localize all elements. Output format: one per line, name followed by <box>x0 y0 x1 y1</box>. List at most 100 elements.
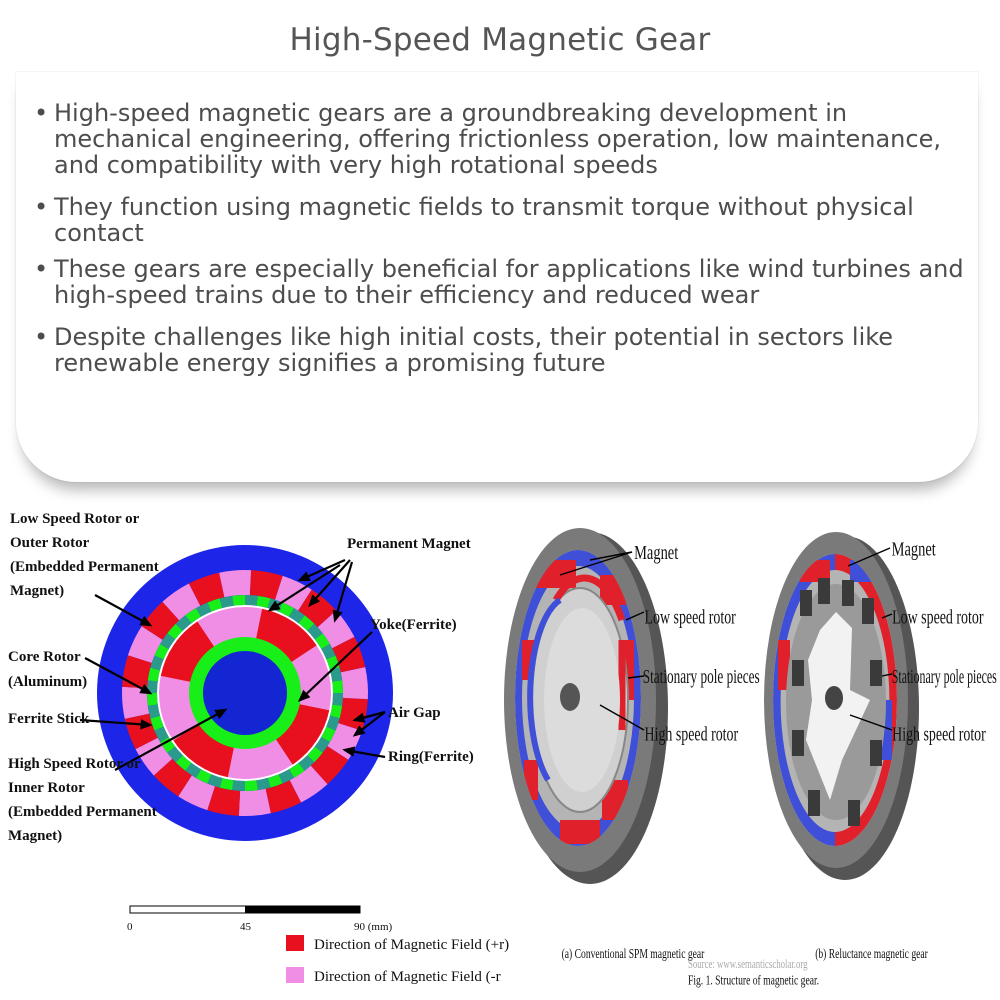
spm-stationary-pole-label: Stationary pole pieces <box>643 666 760 688</box>
reluctance-caption: (b) Reluctance magnetic gear <box>815 948 928 962</box>
outer-magnet-segment <box>135 737 173 776</box>
spm-high-speed-rotor-label: High speed rotor <box>645 723 739 745</box>
bullet-text: They function using magnetic fields to t… <box>54 193 914 247</box>
high-speed-rotor-arrow-head <box>214 708 228 720</box>
left-labels: Low Speed Rotor or Outer Rotor (Embedded… <box>8 511 474 844</box>
ferrite-stick-segment <box>321 726 336 742</box>
ferrite-stick-segment <box>147 667 160 682</box>
outer-magnet-segment <box>188 572 225 606</box>
spm-caption: (a) Conventional SPM magnetic gear <box>562 948 705 962</box>
ferrite-stick-segment <box>332 680 343 693</box>
outer-magnet-segment <box>122 655 152 689</box>
right-captions: (a) Conventional SPM magnetic gear (b) R… <box>562 948 928 988</box>
spm-magnet-label: Magnet <box>634 542 678 564</box>
ferrite-stick-segment <box>326 715 340 731</box>
low-speed-rotor-arrow <box>94 594 151 626</box>
bullet-dot: • <box>34 193 49 221</box>
bullet-dot: • <box>34 99 49 127</box>
right-callout-lines <box>559 547 893 731</box>
magnetic-gear-figure: Low Speed Rotor or Outer Rotor (Embedded… <box>8 511 997 988</box>
scale-tick-45: 45 <box>240 921 252 933</box>
outer-magnet-segment <box>340 667 368 700</box>
ferrite-stick-segment <box>314 633 330 649</box>
inner-magnet-segment <box>274 703 330 765</box>
low-speed-rotor-label-line1: Low Speed Rotor or <box>10 511 140 527</box>
core-rotor-label-line2: (Aluminum) <box>8 674 87 690</box>
ferrite-stick-segment <box>307 623 323 640</box>
ferrite-stick-segment <box>196 602 212 617</box>
ferrite-stick-segment <box>160 737 176 753</box>
permanent-magnet-arrow-3 <box>333 561 354 621</box>
outer-magnet-segment <box>127 626 163 663</box>
reluctance-gear-illustration <box>764 532 919 880</box>
legend-label-negative: Direction of Magnetic Field (-r <box>314 969 501 985</box>
ferrite-stick-segment <box>219 778 234 791</box>
permanent-magnet-arrow-4-head <box>267 600 281 612</box>
ferrite-stick-arrow <box>79 718 151 727</box>
outer-magnet-segment <box>162 583 201 621</box>
ferrite-stick-segment <box>256 595 271 608</box>
ferrite-stick-segment <box>207 598 223 612</box>
bullet-item: •These gears are especially beneficial f… <box>34 256 984 308</box>
outer-magnet-segment <box>153 758 192 797</box>
yoke-arrow <box>299 631 373 701</box>
outer-magnet-segment <box>338 697 368 731</box>
inner-magnet-segment <box>173 722 235 778</box>
low-speed-rotor-label-line3: (Embedded Permanent <box>10 559 159 575</box>
ferrite-stick-segment <box>219 595 234 608</box>
high-speed-rotor-label-line2: Inner Rotor <box>8 780 85 796</box>
outer-magnet-segment <box>265 780 302 814</box>
high-speed-rotor-label-line3: (Embedded Permanent <box>8 804 157 820</box>
legend: Direction of Magnetic Field (+r) Directi… <box>286 935 509 985</box>
ferrite-stick-segment <box>150 715 164 731</box>
outer-magnet-segment <box>178 775 215 811</box>
outer-magnet-segment <box>122 686 150 719</box>
ferrite-stick-segment <box>307 746 323 763</box>
outer-magnet-segment <box>298 589 337 628</box>
permanent-magnet-arrow-3-head <box>332 609 343 623</box>
ferrite-stick-segment <box>175 615 192 631</box>
permanent-magnet-arrow-1-head <box>297 571 311 582</box>
rel-high-speed-rotor-label: High speed rotor <box>892 723 986 745</box>
ferrite-stick-segment <box>232 780 245 791</box>
ferrite-stick-segment <box>167 746 183 763</box>
yoke-label: Yoke(Ferrite) <box>370 617 457 633</box>
ferrite-stick-segment <box>207 774 223 788</box>
label-arrows <box>79 558 386 771</box>
ferrite-stick-segment <box>147 704 160 719</box>
ferrite-stick-segment <box>147 680 158 693</box>
core-rotor <box>203 651 287 735</box>
ferrite-stick-segment <box>314 737 330 753</box>
scale-tick-0: 0 <box>127 921 133 933</box>
bullet-item: •They function using magnetic fields to … <box>34 194 984 246</box>
ferrite-stick-segment <box>147 693 158 706</box>
ferrite-stick-segment <box>245 780 258 791</box>
right-labels: Magnet Low speed rotor Stationary pole p… <box>634 538 997 745</box>
figure-caption: Fig. 1. Structure of magnetic gear. <box>688 974 819 988</box>
ferrite-stick-label: Ferrite Stick <box>8 711 90 727</box>
low-speed-rotor-label-line4: Magnet) <box>10 583 64 599</box>
ferrite-stick-segment <box>185 608 201 624</box>
rel-magnet-label: Magnet <box>892 538 936 560</box>
inner-magnet-segment <box>255 608 317 664</box>
outer-magnet-segment <box>207 786 241 816</box>
yoke-arrow-head <box>297 689 311 702</box>
spm-low-speed-rotor-label: Low speed rotor <box>645 606 737 628</box>
high-speed-rotor-label-line1: High Speed Rotor or <box>8 756 141 772</box>
permanent-magnet-arrow-2-head <box>308 594 321 608</box>
core-rotor-arrow-head <box>139 684 153 695</box>
ferrite-stick-segment <box>175 755 192 771</box>
bullet-text: High-speed magnetic gears are a groundbr… <box>54 99 941 179</box>
cross-section-diagram <box>97 545 393 841</box>
ferrite-stick-segment <box>278 602 294 617</box>
ferrite-stick-segment <box>321 644 336 660</box>
air-gap-label: Air Gap <box>388 705 441 721</box>
rel-low-speed-rotor-label: Low speed rotor <box>892 606 984 628</box>
outer-magnet-segment <box>310 746 349 785</box>
permanent-magnet-label: Permanent Magnet <box>347 536 471 552</box>
ferrite-stick-segment <box>298 755 315 771</box>
permanent-magnet-arrow-2 <box>309 559 351 606</box>
scale-tick-90: 90 (mm) <box>354 921 393 933</box>
ferrite-stick-segment <box>332 693 343 706</box>
ferrite-stick-segment <box>256 778 271 791</box>
